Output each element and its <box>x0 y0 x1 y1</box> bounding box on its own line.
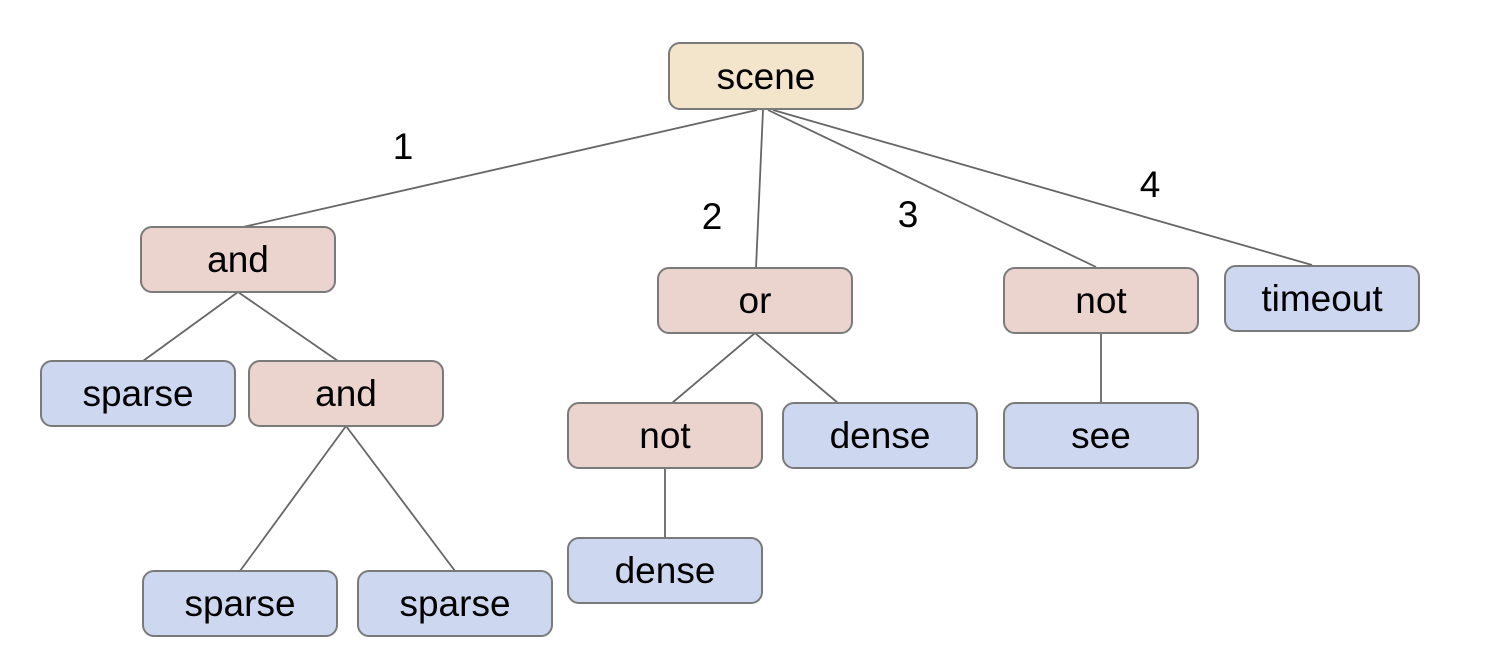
edge-and2-sparse2 <box>239 425 347 572</box>
node-dense-2-label: dense <box>614 550 716 591</box>
edge-label-3: 3 <box>897 194 919 235</box>
node-and-1: and <box>140 226 336 293</box>
node-sparse-2-label: sparse <box>184 583 296 624</box>
edge-label-4: 4 <box>1139 164 1161 205</box>
node-scene: scene <box>668 42 864 110</box>
node-and-1-label: and <box>207 239 269 280</box>
node-see-label: see <box>1071 415 1131 456</box>
node-and-2-label: and <box>315 373 377 414</box>
node-timeout-label: timeout <box>1261 278 1383 319</box>
node-and-2: and <box>248 360 444 427</box>
node-dense-1: dense <box>782 402 978 469</box>
node-not-1-label: not <box>1075 280 1127 321</box>
node-sparse-3: sparse <box>357 570 553 637</box>
node-not-2: not <box>567 402 763 469</box>
edge-scene-not <box>767 109 1097 268</box>
node-see: see <box>1003 402 1199 469</box>
node-sparse-3-label: sparse <box>399 583 511 624</box>
node-dense-1-label: dense <box>829 415 931 456</box>
edge-or-dense <box>754 332 839 404</box>
edge-scene-timeout <box>772 109 1313 266</box>
node-or-label: or <box>738 280 772 321</box>
node-sparse-1: sparse <box>40 360 236 427</box>
node-sparse-2: sparse <box>142 570 338 637</box>
edge-and-and <box>237 291 339 362</box>
edge-or-not <box>671 332 756 404</box>
node-timeout: timeout <box>1224 265 1420 332</box>
edge-and2-sparse3 <box>345 425 456 572</box>
edge-scene-or <box>755 109 764 269</box>
node-sparse-1-label: sparse <box>82 373 194 414</box>
edge-label-2: 2 <box>701 196 723 237</box>
node-not-1: not <box>1003 267 1199 334</box>
node-or: or <box>657 267 853 334</box>
edge-label-1: 1 <box>392 126 414 167</box>
edge-scene-and <box>242 109 758 228</box>
edge-and-sparse <box>142 291 239 362</box>
node-dense-2: dense <box>567 537 763 604</box>
node-scene-label: scene <box>716 55 816 97</box>
node-not-2-label: not <box>639 415 691 456</box>
